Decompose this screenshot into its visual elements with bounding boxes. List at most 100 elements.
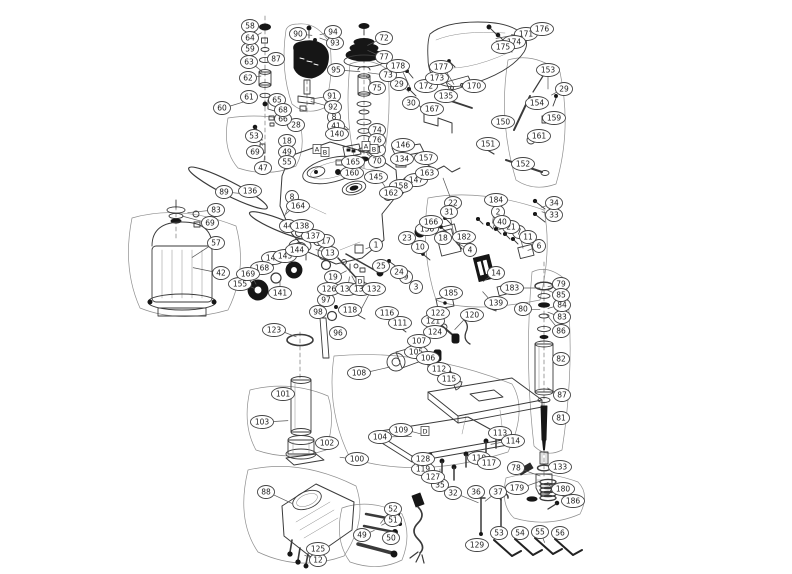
callout-47: 47 [254, 161, 272, 175]
svg-text:70: 70 [372, 157, 382, 166]
table [427, 377, 543, 435]
svg-text:118: 118 [343, 306, 358, 315]
svg-text:89: 89 [219, 188, 229, 197]
svg-text:84: 84 [557, 301, 567, 310]
svg-text:24: 24 [394, 268, 404, 277]
svg-text:19: 19 [328, 273, 338, 282]
callout-183: 183 [500, 281, 524, 295]
svg-text:55: 55 [535, 528, 545, 537]
svg-text:136: 136 [243, 187, 258, 196]
svg-text:79: 79 [556, 280, 566, 289]
callout-124: 124 [423, 325, 447, 339]
svg-text:176: 176 [535, 25, 550, 34]
callout-166: 166 [419, 215, 443, 229]
detail-tag-A: A [312, 144, 322, 154]
callout-144: 144 [285, 243, 309, 257]
rods-and-wrenches [476, 492, 583, 557]
svg-text:165: 165 [346, 158, 361, 167]
callout-72: 72 [375, 31, 393, 45]
callout-31: 31 [440, 205, 458, 219]
svg-text:117: 117 [482, 459, 497, 468]
svg-text:29: 29 [559, 85, 569, 94]
svg-text:33: 33 [549, 211, 559, 220]
callout-150: 150 [491, 115, 515, 129]
callout-96: 96 [329, 326, 347, 340]
svg-text:164: 164 [291, 202, 306, 211]
callout-136: 136 [238, 184, 262, 198]
svg-text:113: 113 [493, 429, 508, 438]
svg-text:59: 59 [245, 45, 255, 54]
callout-36: 36 [467, 485, 485, 499]
callout-50: 50 [382, 531, 400, 545]
svg-text:21: 21 [506, 223, 516, 232]
svg-text:61: 61 [244, 93, 254, 102]
callout-6: 6 [532, 239, 546, 253]
svg-text:29: 29 [394, 80, 404, 89]
svg-text:98: 98 [313, 308, 323, 317]
callout-49: 49 [353, 528, 371, 542]
svg-text:166: 166 [424, 218, 439, 227]
callout-52: 52 [384, 502, 402, 516]
callout-3: 3 [409, 280, 423, 294]
svg-text:171: 171 [519, 30, 534, 39]
svg-text:108: 108 [352, 369, 367, 378]
svg-text:57: 57 [211, 239, 221, 248]
svg-text:53: 53 [249, 132, 259, 141]
svg-text:65: 65 [272, 96, 282, 105]
svg-text:137: 137 [306, 232, 321, 241]
svg-text:147: 147 [409, 176, 424, 185]
svg-text:142: 142 [266, 254, 281, 263]
svg-text:32: 32 [448, 489, 458, 498]
callout-87: 87 [267, 52, 285, 66]
svg-text:11: 11 [523, 233, 533, 242]
callout-177: 177 [429, 60, 453, 74]
svg-text:116: 116 [380, 309, 395, 318]
callout-14: 14 [487, 266, 505, 280]
svg-text:31: 31 [444, 208, 454, 217]
svg-text:103: 103 [255, 418, 270, 427]
svg-text:161: 161 [532, 132, 547, 141]
svg-text:125: 125 [311, 545, 326, 554]
callout-138: 138 [290, 219, 314, 233]
callout-179: 179 [505, 481, 529, 495]
svg-text:119: 119 [416, 465, 431, 474]
svg-text:8: 8 [290, 193, 295, 202]
callout-34: 34 [545, 196, 563, 210]
svg-text:47: 47 [258, 164, 268, 173]
callout-103: 103 [250, 415, 274, 429]
svg-text:173: 173 [430, 74, 445, 83]
svg-text:D: D [357, 277, 362, 285]
svg-text:94: 94 [328, 28, 338, 37]
callout-114: 114 [501, 434, 525, 448]
svg-text:177: 177 [434, 63, 449, 72]
callout-69: 69 [246, 145, 264, 159]
callout-178: 178 [386, 59, 410, 73]
svg-text:133: 133 [553, 463, 568, 472]
svg-text:141: 141 [273, 289, 288, 298]
callout-62: 62 [239, 71, 257, 85]
svg-text:122: 122 [431, 309, 446, 318]
callout-106: 106 [416, 351, 440, 365]
svg-text:158: 158 [394, 182, 409, 191]
callout-151: 151 [476, 137, 500, 151]
svg-text:52: 52 [388, 505, 398, 514]
svg-text:3: 3 [414, 283, 419, 292]
svg-text:131: 131 [354, 285, 369, 294]
svg-text:18: 18 [282, 137, 292, 146]
svg-text:151: 151 [481, 140, 496, 149]
callout-11: 11 [519, 230, 537, 244]
svg-text:B: B [372, 145, 376, 153]
svg-text:106: 106 [421, 354, 436, 363]
callout-85: 85 [552, 288, 570, 302]
callout-163: 163 [415, 166, 439, 180]
svg-text:101: 101 [276, 390, 291, 399]
callout-167: 167 [420, 102, 444, 116]
callout-29: 29 [390, 77, 408, 91]
svg-text:145: 145 [369, 173, 384, 182]
callout-94: 94 [324, 25, 342, 39]
svg-text:78: 78 [511, 464, 521, 473]
svg-text:76: 76 [372, 136, 382, 145]
callout-182: 182 [452, 230, 476, 244]
svg-text:A: A [315, 145, 320, 153]
